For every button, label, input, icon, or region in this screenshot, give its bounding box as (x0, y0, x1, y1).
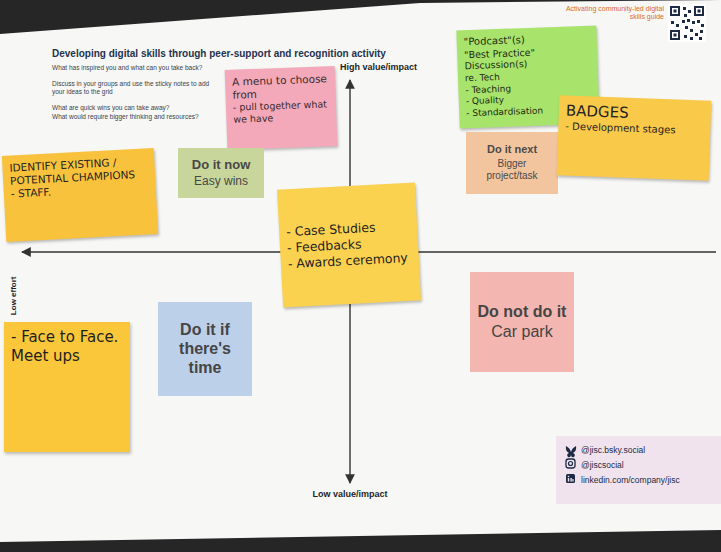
quadrant-title: Do it if there's time (165, 320, 245, 378)
quadrant-subtitle: Car park (477, 322, 567, 341)
sticky-note: - Case Studies- Feedbacks- Awards ceremo… (277, 182, 421, 307)
quadrant-box: Do it nextBigger project/task (466, 132, 558, 194)
quadrant-box: Do it if there's time (158, 302, 252, 396)
social-handle: linkedin.com/company/jisc (581, 475, 680, 485)
quadrant-subtitle: Easy wins (185, 174, 257, 188)
instruction-text: What are quick wins you can take away? (52, 104, 222, 112)
sticky-text: - Case Studies (286, 218, 411, 239)
qr-code (668, 4, 706, 42)
sticky-note: A menu to choose from- pull together wha… (225, 66, 338, 150)
sticky-text: Meet ups (11, 347, 123, 365)
sticky-text: - Face to Face. (11, 328, 123, 346)
guide-title: Activating community-led digital skills … (560, 5, 664, 22)
instruction-text: Discuss in your groups and use the stick… (52, 80, 222, 96)
instagram-icon (566, 459, 575, 468)
axis-label: Low value/impact (313, 489, 388, 500)
quadrant-title: Do it now (185, 157, 257, 173)
social-handle: @jiscsocial (581, 460, 624, 470)
sticky-text: "Best Practice" Discussion(s) (464, 45, 591, 72)
instruction-text: What would require bigger thinking and r… (52, 113, 222, 121)
quadrant-subtitle: Bigger project/task (473, 158, 551, 182)
quadrant-title: Do it next (473, 143, 551, 156)
quadrant-box: Do it nowEasy wins (178, 148, 264, 198)
sticky-text: - pull together what we have (233, 99, 330, 125)
sticky-text: IDENTIFY EXISTING / POTENTIAL CHAMPIONS (9, 154, 148, 186)
quadrant-box: Do not do itCar park (470, 272, 574, 372)
sticky-text: "Podcast"(s) (464, 32, 590, 48)
sticky-note: - Face to Face.Meet ups (4, 322, 130, 452)
sticky-text: A menu to choose from (232, 72, 329, 101)
bluesky-icon (566, 446, 576, 457)
linkedin-icon (566, 474, 575, 483)
sticky-note: IDENTIFY EXISTING / POTENTIAL CHAMPIONS-… (2, 148, 158, 242)
sticky-note: BADGES- Development stages (557, 95, 712, 180)
sheet-title: Developing digital skills through peer-s… (52, 48, 386, 59)
social-band (556, 436, 721, 504)
sticky-text: - Development stages (565, 121, 703, 138)
social-handle: @jisc.bsky.social (581, 445, 645, 455)
quadrant-title: Do not do it (477, 302, 567, 321)
axis-label: High value/impact (340, 62, 417, 73)
instruction-text: What has inspired you and what can you t… (52, 64, 222, 72)
axis-label: Low effort (8, 276, 18, 315)
